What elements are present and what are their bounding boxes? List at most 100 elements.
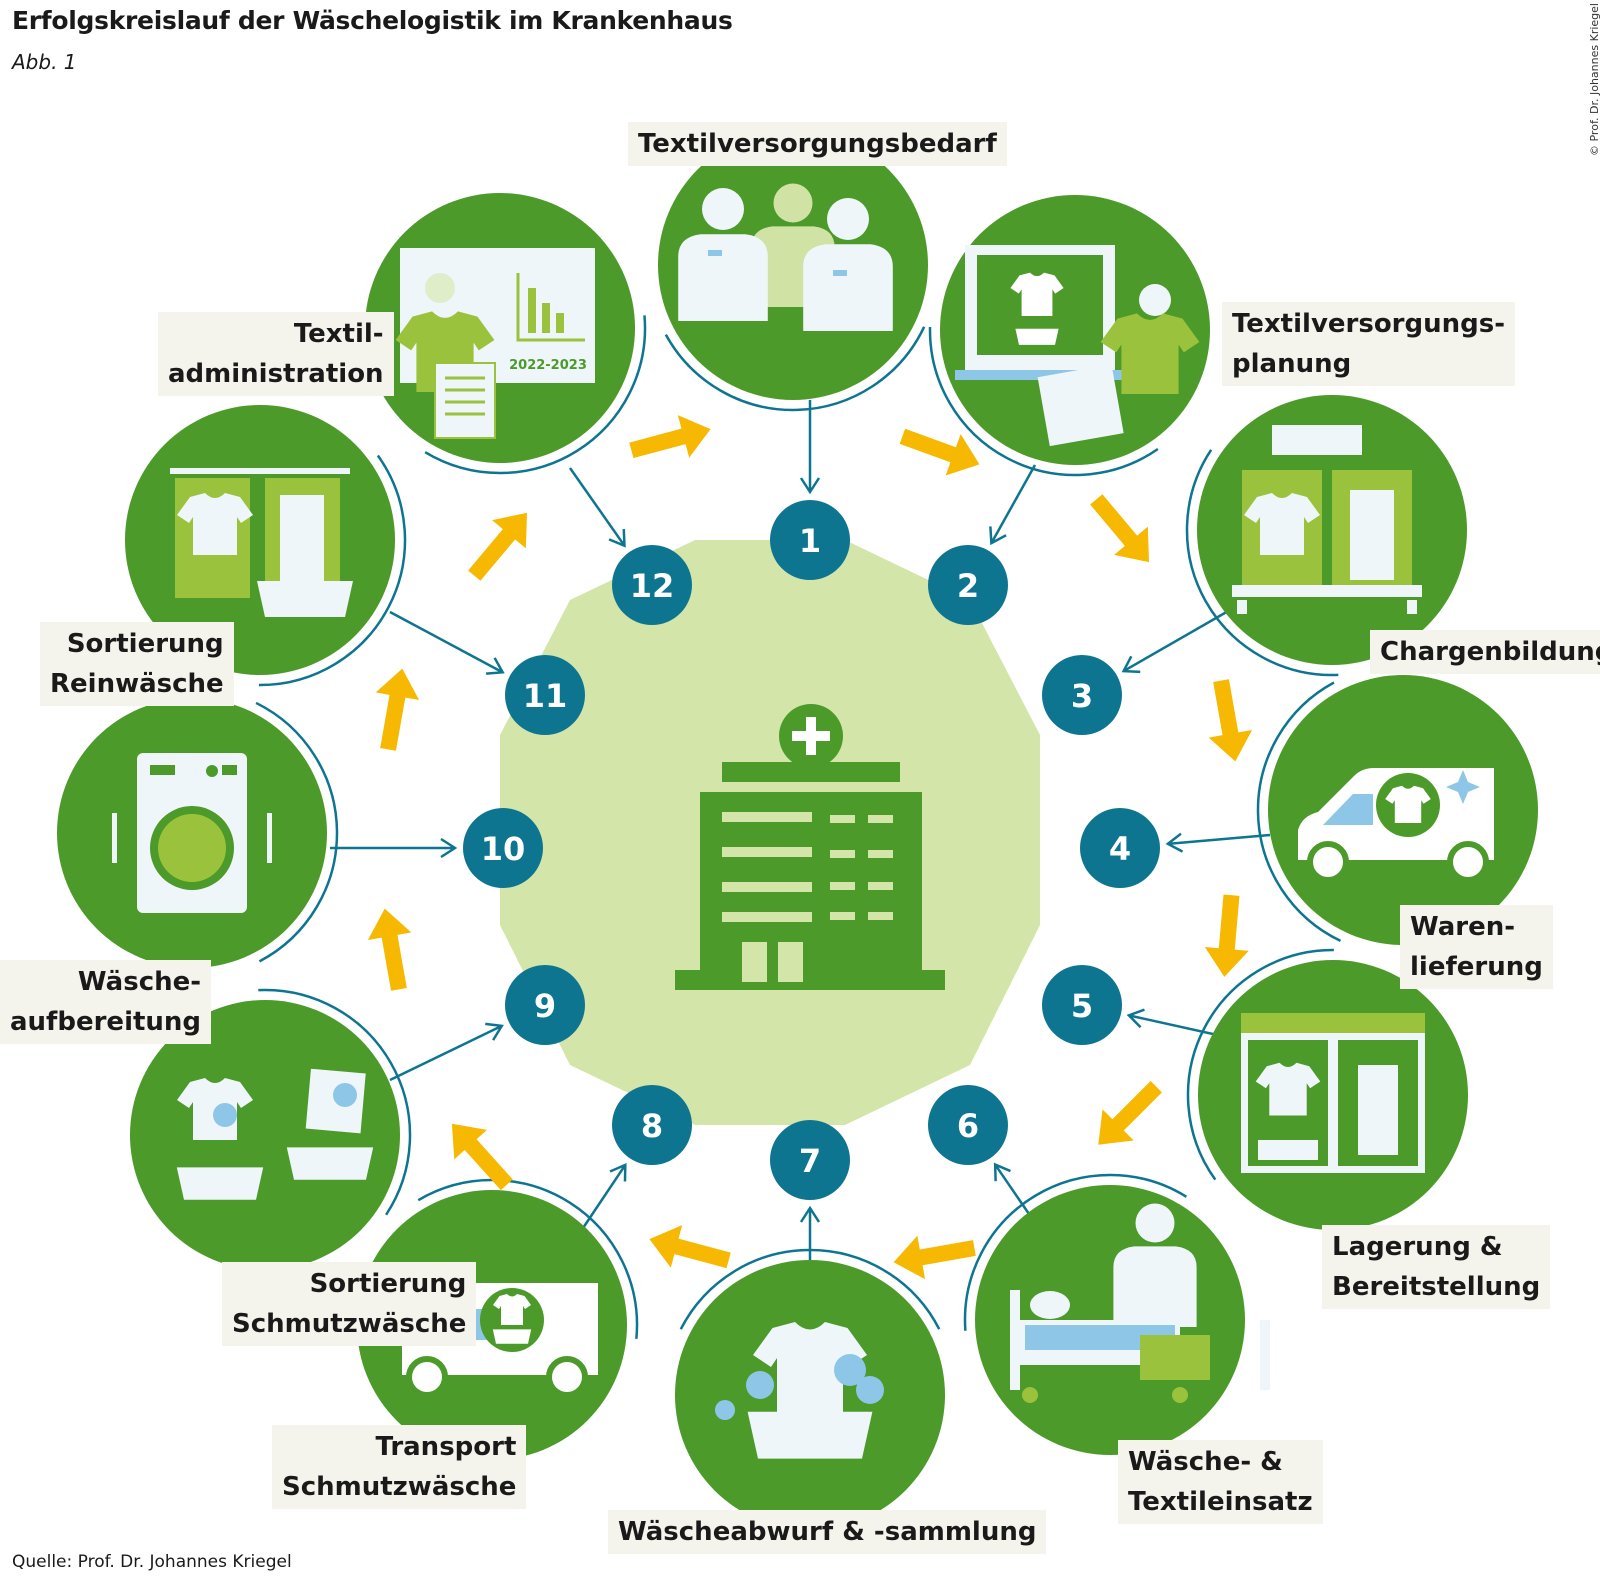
cycle-arrow-4	[1204, 894, 1249, 977]
circle-arc-12	[424, 315, 647, 475]
step-10-label: Wäsche- aufbereitung	[0, 960, 212, 1044]
cycle-arrow-5	[1098, 1081, 1162, 1145]
circle-arc-2	[928, 326, 1159, 477]
connector-arrowhead-1	[799, 477, 821, 495]
sorting-baskets-icon	[176, 1068, 374, 1200]
connector-arrow-2	[990, 464, 1037, 544]
cycle-arrow-8	[451, 1123, 513, 1191]
step-number: 5	[1071, 987, 1093, 1025]
step-12-circle: 2022-2023	[365, 193, 635, 463]
step-9-label: Sortierung Schmutzwäsche	[222, 1262, 477, 1346]
step-badge-8: 8	[612, 1085, 692, 1165]
cycle-arrow-12	[629, 415, 711, 459]
year-range-label: 2022-2023	[509, 358, 587, 373]
step-badge-1: 1	[770, 500, 850, 580]
planning-board-icon	[955, 245, 1200, 447]
connector-arrowhead-10	[440, 837, 458, 859]
connector-arrowhead-8	[609, 1162, 627, 1182]
step-10-circle	[57, 698, 327, 968]
circle-arc-4	[1256, 681, 1342, 942]
step-6-circle	[975, 1185, 1270, 1455]
connector-arrows	[255, 315, 1342, 1339]
patient-bed-icon	[1010, 1203, 1270, 1403]
connector-arrowhead-9	[485, 1022, 504, 1041]
connector-arrowhead-12	[608, 529, 626, 548]
washing-machine-icon	[112, 753, 272, 913]
step-badge-7: 7	[770, 1120, 850, 1200]
step-badge-10: 10	[463, 808, 543, 888]
step-7-label: Wäscheabwurf & -sammlung	[608, 1510, 1047, 1554]
connector-arrowhead-6	[993, 1162, 1011, 1182]
step-badge-3: 3	[1042, 655, 1122, 735]
step-1-label: Textilversorgungsbedarf	[628, 122, 1007, 166]
step-9-circle	[130, 1000, 400, 1270]
connector-arrowhead-3	[1121, 655, 1141, 674]
step-2-circle	[940, 195, 1210, 465]
circle-arc-5	[1186, 948, 1334, 1181]
cycle-arrow-11	[468, 512, 527, 581]
step-number: 10	[481, 830, 526, 868]
step-number: 11	[523, 677, 568, 715]
step-badge-12: 12	[612, 545, 692, 625]
step-7-circle	[675, 1260, 945, 1530]
hospital-building-icon	[675, 704, 945, 990]
connector-arrow-9	[389, 1024, 503, 1082]
connector-arrowhead-2	[989, 526, 1007, 546]
circle-arc-6	[963, 1173, 1188, 1331]
step-number: 6	[957, 1107, 979, 1145]
step-badge-6: 6	[928, 1085, 1008, 1165]
cycle-arrow-7	[649, 1225, 731, 1269]
storage-cabinet-icon	[1241, 1013, 1425, 1173]
step-number: 8	[641, 1107, 663, 1145]
cycle-arrow-1	[899, 428, 980, 476]
source-note: Quelle: Prof. Dr. Johannes Kriegel	[12, 1552, 292, 1572]
page-title: Erfolgskreislauf der Wäschelogistik im K…	[12, 6, 733, 35]
step-11-label: Sortierung Reinwäsche	[40, 622, 234, 706]
clean-laundry-rack-icon	[170, 468, 353, 617]
connector-arrowhead-5	[1126, 1008, 1145, 1029]
circle-arc-11	[258, 454, 407, 687]
step-1-circle	[658, 130, 928, 400]
step-number: 2	[957, 567, 979, 605]
step-6-label: Wäsche- & Textileinsatz	[1118, 1440, 1323, 1524]
circle-arc-1	[664, 326, 926, 412]
step-number: 1	[799, 522, 821, 560]
step-3-label: Chargenbildung	[1370, 630, 1600, 674]
connector-arrow-11	[389, 610, 504, 674]
circle-arc-3	[1185, 449, 1339, 677]
laundry-cart-icon	[1232, 425, 1422, 614]
step-11-circle	[125, 405, 395, 675]
cycle-arrow-10	[375, 668, 420, 751]
step-number: 12	[630, 567, 675, 605]
connector-arrow-3	[1123, 608, 1231, 673]
step-4-circle	[1268, 675, 1538, 945]
connector-arrowhead-4	[1165, 832, 1184, 853]
step-number: 7	[799, 1142, 821, 1180]
step-12-label: Textil- administration	[158, 312, 394, 396]
cycle-arrow-6	[893, 1235, 976, 1280]
cycle-arrow-9	[367, 908, 412, 991]
figure-number: Abb. 1	[12, 50, 77, 74]
dirty-laundry-basket-icon	[715, 1322, 884, 1459]
circle-arc-10	[255, 701, 339, 963]
step-2-label: Textilversorgungs- planung	[1222, 302, 1516, 386]
delivery-van-clean-icon	[1298, 768, 1494, 883]
step-3-circle	[1197, 395, 1467, 665]
connector-arrowhead-7	[799, 1205, 821, 1223]
step-badge-5: 5	[1042, 965, 1122, 1045]
connector-arrow-4	[1167, 833, 1271, 846]
step-4-label: Waren- lieferung	[1400, 905, 1553, 989]
step-badge-11: 11	[505, 655, 585, 735]
connector-arrow-12	[568, 467, 626, 547]
step-number: 9	[534, 987, 556, 1025]
staff-group-icon	[678, 183, 893, 331]
cycle-arrow-3	[1208, 679, 1253, 762]
step-badge-9: 9	[505, 965, 585, 1045]
step-number: 4	[1109, 830, 1131, 868]
step-badge-2: 2	[928, 545, 1008, 625]
cycle-arrow-2	[1090, 494, 1149, 563]
step-badge-4: 4	[1080, 808, 1160, 888]
circle-arc-8	[417, 1178, 639, 1339]
